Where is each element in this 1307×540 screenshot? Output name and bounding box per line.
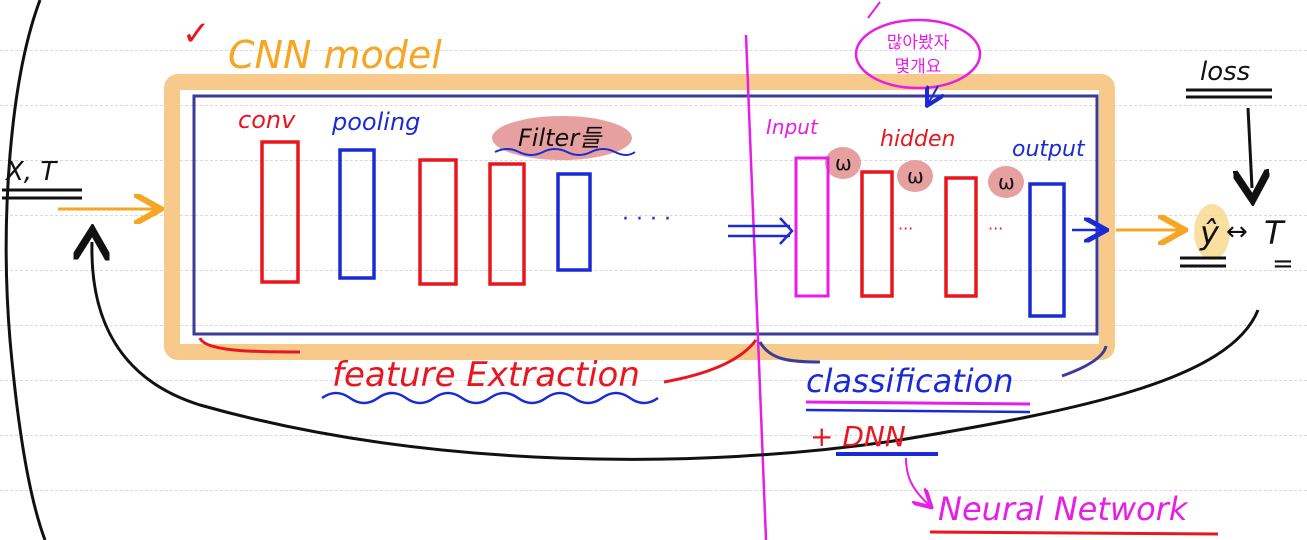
pooling-layer-2 (556, 172, 592, 272)
ruled-line (0, 160, 1307, 161)
conv-layer-3 (488, 162, 526, 286)
classification-label: classification (806, 362, 1014, 400)
speech-bubble (854, 18, 982, 90)
feature-ellipsis: · · · · (622, 207, 671, 232)
classification-underline (805, 400, 1031, 406)
weight-highlight-3 (988, 166, 1024, 198)
loss-arrow (1248, 107, 1252, 188)
classification-bracket-left (758, 341, 821, 364)
ruled-line (0, 325, 1307, 326)
conv-layer-1 (260, 140, 300, 284)
ruled-line (0, 270, 1307, 271)
ruled-line (0, 50, 1307, 51)
ruled-line (0, 435, 1307, 436)
feature-extraction-label: feature Extraction (332, 355, 640, 395)
weight-label-3: ω (998, 170, 1015, 194)
filters-label: Filter들 (518, 124, 603, 152)
pooling-layer-1 (338, 148, 376, 280)
dnn-hidden-layer-2 (944, 176, 978, 298)
dnn-to-nn-arrow (905, 457, 930, 506)
weight-highlight-2 (897, 160, 933, 192)
weight-highlight-1 (825, 147, 861, 179)
inputs-label: X, T (4, 157, 58, 187)
dnn-output-layer (1028, 182, 1066, 318)
weight-label-2: ω (907, 164, 924, 188)
loss-label: loss (1200, 57, 1250, 87)
bubble-text-line2: 몇개요 (895, 57, 942, 77)
flatten-arrow-head (779, 217, 794, 245)
feature-bracket-left (198, 337, 301, 354)
filters-underline (494, 148, 636, 156)
model-box (192, 94, 1099, 336)
section-divider (744, 34, 768, 540)
conv-label: conv (238, 106, 296, 134)
target-label: T (1264, 214, 1286, 252)
hidden-layer-label: hidden (880, 127, 955, 152)
output-layer-label: output (1012, 137, 1086, 162)
model-highlight-band (164, 74, 1115, 360)
outer-loop-curve (4, 0, 47, 540)
pooling-label: pooling (331, 108, 420, 136)
feature-extraction-underline (321, 391, 659, 405)
compare-arrow: ↔ (1226, 217, 1248, 247)
feature-bracket-right (663, 339, 758, 384)
conv-layer-2 (418, 158, 458, 286)
hidden-dots-1: ··· (898, 219, 913, 238)
dnn-hidden-layer-1 (860, 170, 894, 298)
ruled-line (0, 490, 1307, 491)
neural-network-label: Neural Network (938, 490, 1189, 528)
checkmark-icon: ✓ (182, 14, 211, 54)
prediction-highlight (1194, 204, 1230, 260)
bubble-pointer-arrow (928, 86, 938, 104)
diagram-title: CNN model (228, 33, 442, 77)
dnn-label: + DNN (810, 420, 906, 453)
prediction-label: ŷ (1199, 214, 1220, 252)
neural-network-underline (929, 530, 1219, 536)
feedback-loop-arrow (92, 242, 1260, 461)
classification-bracket-right (1061, 345, 1108, 378)
target-equals: = (1272, 249, 1294, 279)
dnn-input-layer (794, 156, 830, 298)
bubble-text-line1: 많아봤자 (887, 33, 950, 53)
ruled-line (0, 215, 1307, 216)
classification-underline (805, 408, 1031, 414)
bubble-tail-top (867, 1, 881, 19)
weight-label-1: ω (835, 151, 852, 175)
ruled-line (0, 380, 1307, 381)
input-layer-label: Input (766, 115, 819, 139)
ruled-line (0, 105, 1307, 106)
hidden-dots-2: ··· (988, 219, 1003, 238)
